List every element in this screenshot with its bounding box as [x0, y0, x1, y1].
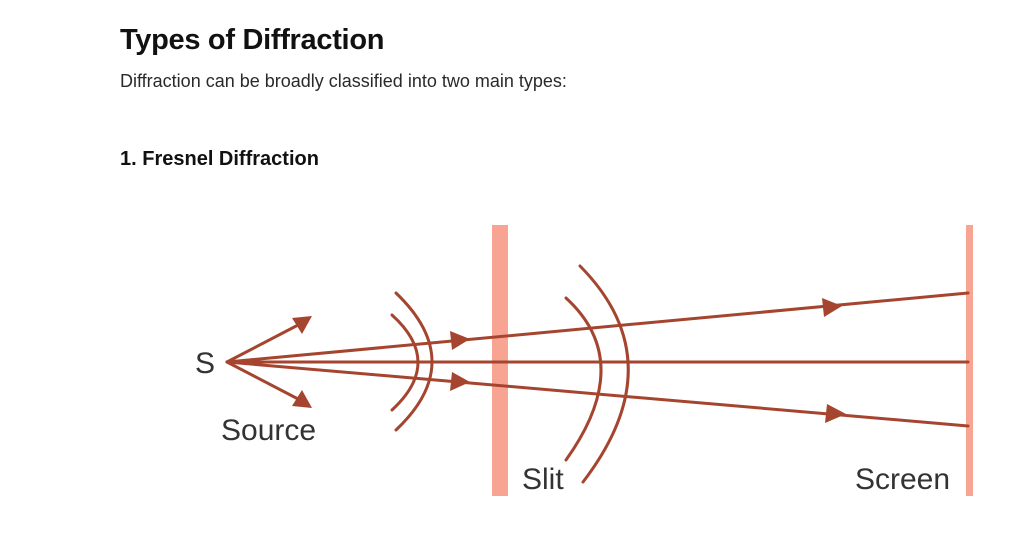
- wavefront-right-inner: [564, 296, 603, 462]
- wavefront-right-outer: [578, 264, 630, 484]
- section-heading: 1. Fresnel Diffraction: [120, 148, 319, 170]
- source-arrow-down: [225, 360, 302, 402]
- screen-label: Screen: [855, 463, 950, 496]
- wavefront-left-outer: [394, 291, 434, 432]
- page-title: Types of Diffraction: [120, 24, 385, 56]
- intro-text: Diffraction can be broadly classified in…: [120, 71, 567, 91]
- slit-label: Slit: [522, 463, 564, 496]
- source-label: Source: [221, 414, 316, 447]
- ray-upper: [225, 291, 970, 364]
- screen-barrier: [966, 225, 973, 496]
- wavefront-left-inner: [390, 313, 420, 412]
- arrowhead-icon: [822, 298, 842, 317]
- rays: [225, 291, 970, 428]
- source-arrow-up: [225, 322, 302, 364]
- arrowhead-icon: [292, 390, 312, 408]
- arrowhead-icon: [450, 372, 470, 391]
- source-symbol-label: S: [195, 347, 215, 380]
- wavefronts: [390, 264, 630, 484]
- arrowheads: [292, 298, 846, 423]
- arrowhead-icon: [825, 404, 846, 423]
- arrowhead-icon: [292, 316, 312, 334]
- arrowhead-icon: [450, 331, 470, 350]
